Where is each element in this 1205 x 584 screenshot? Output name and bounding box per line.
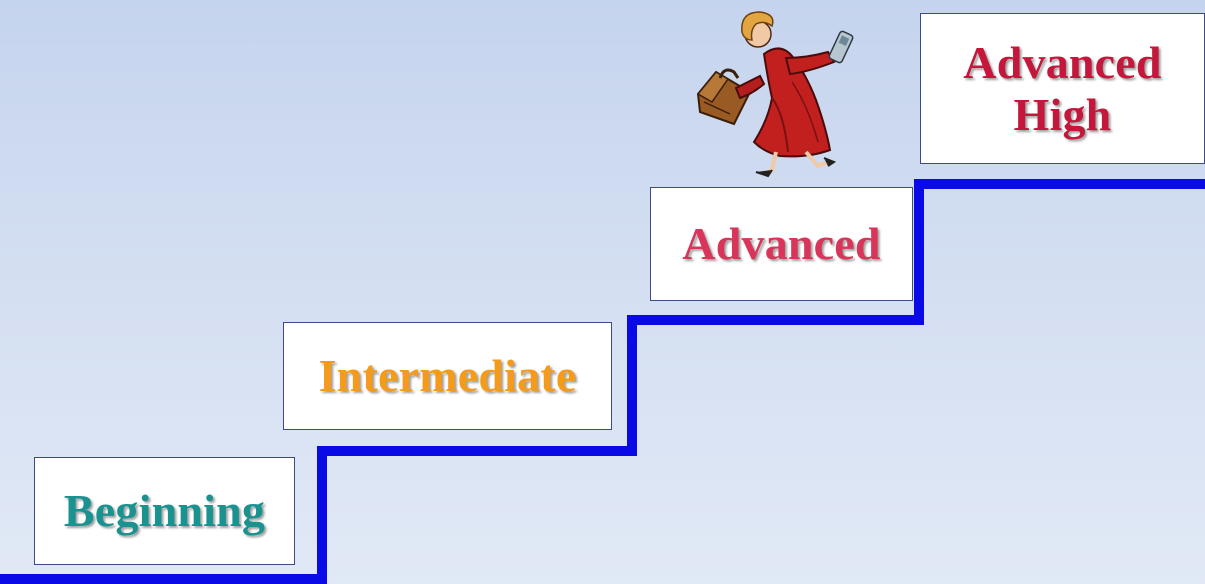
step-box-advanced: Advanced — [650, 187, 913, 301]
briefcase-icon — [696, 68, 752, 126]
step-box-beginning: Beginning — [34, 457, 295, 565]
step-box-intermediate: Intermediate — [283, 322, 612, 430]
step-label-beginning: Beginning — [63, 485, 266, 537]
step-label-advanced: Advanced — [682, 218, 881, 270]
step-label-intermediate: Intermediate — [318, 350, 577, 402]
businesswoman-running-icon — [696, 11, 854, 178]
